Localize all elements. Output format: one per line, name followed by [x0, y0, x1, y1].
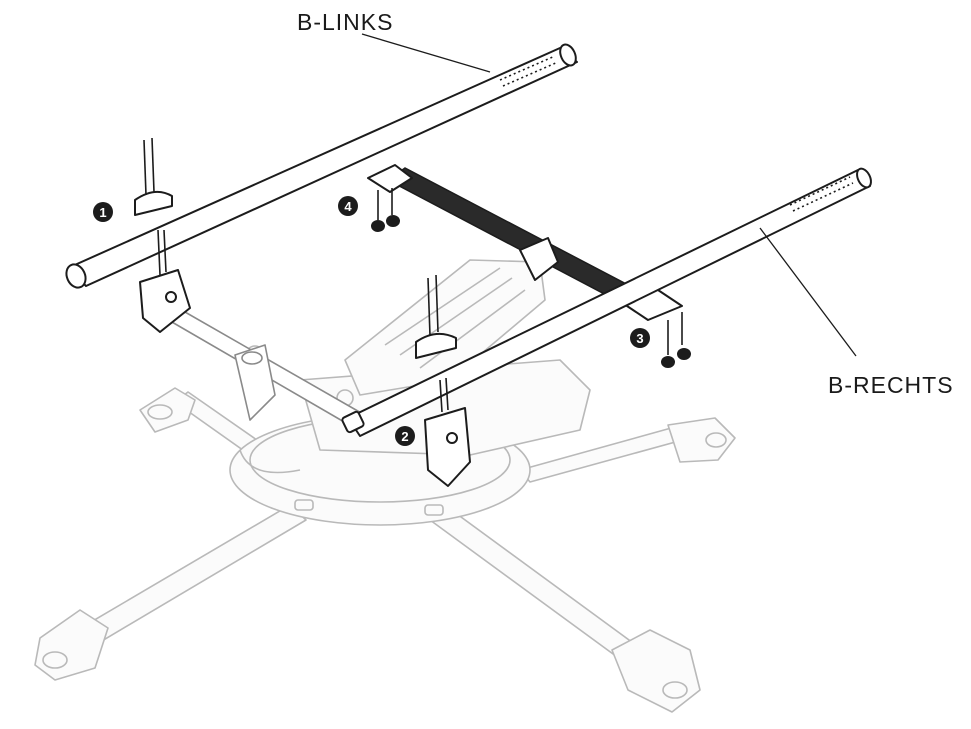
- step-number: 1: [99, 205, 106, 220]
- arm-front-right: [429, 505, 701, 713]
- step-number: 4: [344, 199, 352, 214]
- step-marker-1: 1: [93, 202, 113, 222]
- center-body: [229, 259, 591, 526]
- step-marker-2: 2: [395, 426, 415, 446]
- leader-left: [361, 33, 491, 73]
- step-marker-icon: [338, 196, 358, 216]
- step-number: 3: [636, 331, 643, 346]
- clamp-right: [424, 377, 471, 487]
- step-marker-icon: [395, 426, 415, 446]
- label-b-rechts: B-RECHTS: [828, 372, 954, 398]
- clamp-center: [415, 274, 457, 359]
- arm-front-left: [34, 504, 307, 681]
- step-marker-3: 3: [630, 328, 650, 348]
- arm-rear-right: [519, 417, 736, 483]
- step-marker-4: 4: [338, 196, 358, 216]
- step-marker-icon: [630, 328, 650, 348]
- bar-left: [65, 43, 578, 289]
- drone-frame: [34, 259, 736, 713]
- bar-right: [341, 167, 872, 437]
- leader-right: [759, 227, 857, 357]
- step-marker-icon: [93, 202, 113, 222]
- clamp-left: [134, 137, 191, 333]
- label-b-links: B-LINKS: [297, 9, 393, 35]
- step-number: 2: [401, 429, 408, 444]
- bracket-knobs-left: [371, 188, 400, 232]
- bracket-knobs-right: [661, 312, 691, 368]
